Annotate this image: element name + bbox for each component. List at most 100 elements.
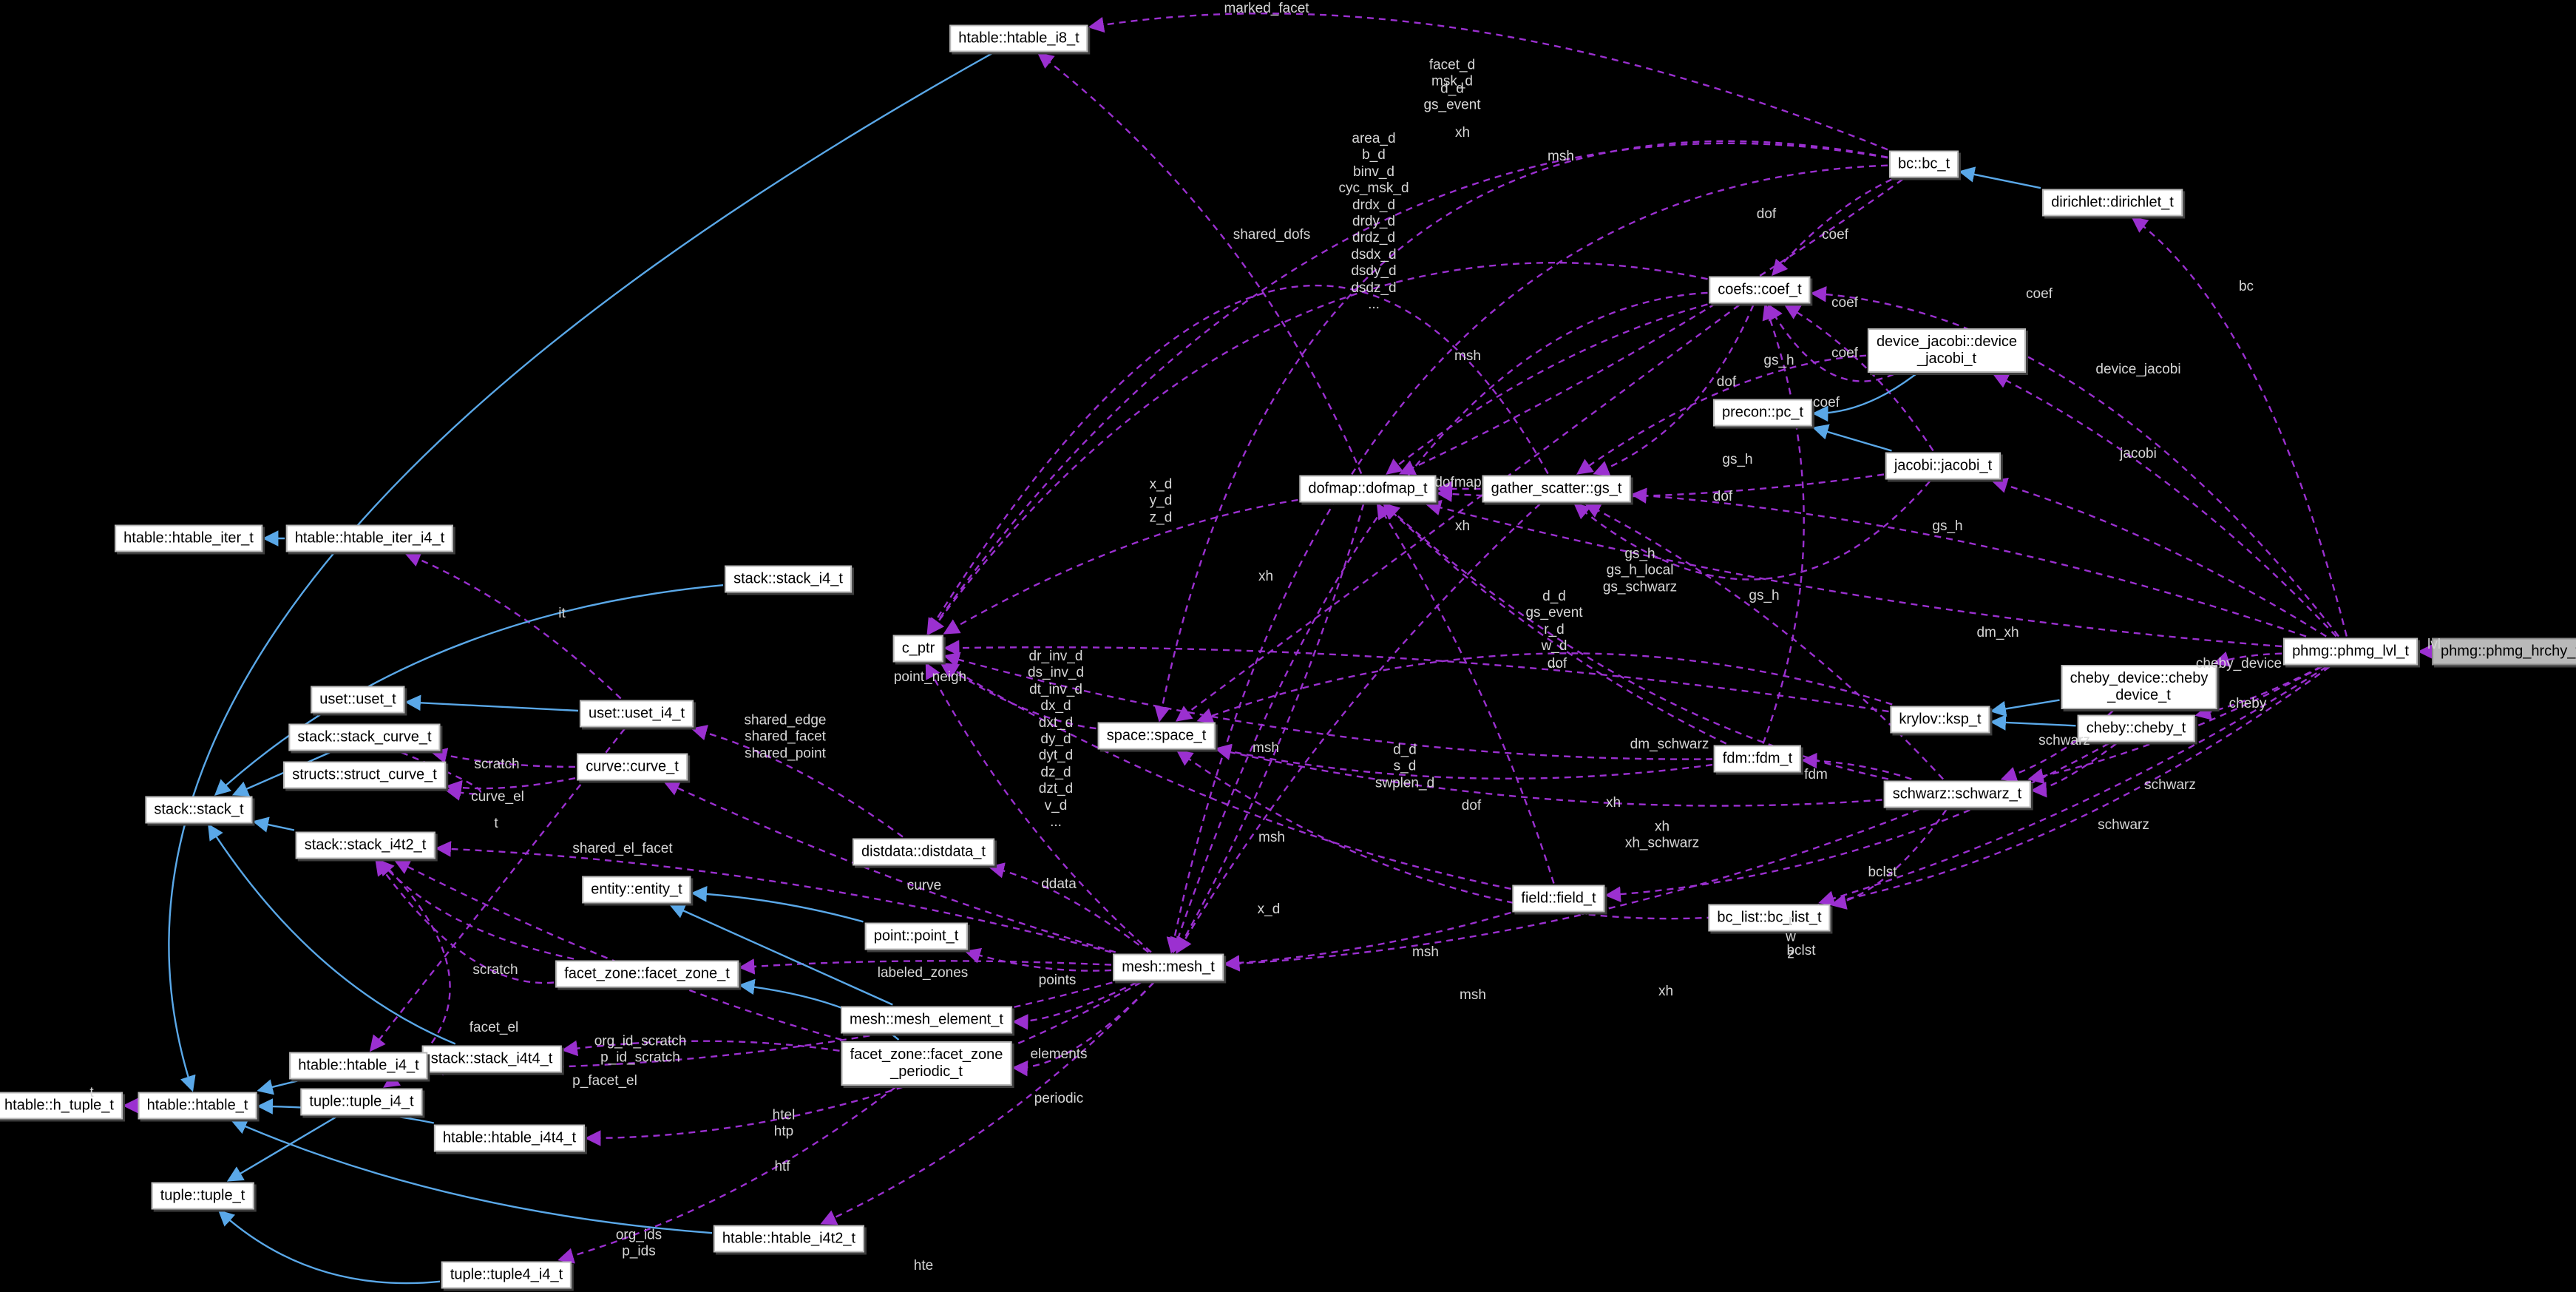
node-distdata[interactable]: distdata::distdata_t [853, 838, 994, 866]
node-htable[interactable]: htable::htable_t [138, 1092, 257, 1120]
edge-uset_i4-htable_i4 [369, 728, 626, 1052]
node-bc[interactable]: bc::bc_t [1888, 150, 1959, 178]
node-struct_curve[interactable]: structs::struct_curve_t [283, 761, 446, 789]
node-stack_curve[interactable]: stack::stack_curve_t [288, 723, 441, 751]
edge-coef-dofmap [1386, 303, 1708, 475]
edge-dofmap-htable_i8 [1037, 53, 1363, 474]
node-phmg_hrchy[interactable]: phmg::phmg_hrchy_t [2432, 637, 2576, 666]
edge-htable_i8-htable [168, 53, 992, 1092]
edge-facet_zone-stack_i4t2 [378, 859, 574, 960]
edge-distdata-uset_i4 [691, 725, 904, 838]
edge-field-mesh [1223, 911, 1511, 971]
node-tuple4_i4[interactable]: tuple::tuple4_i4_t [441, 1261, 572, 1289]
edge-phmg_lvl-dirichlet [2131, 217, 2348, 637]
node-coef[interactable]: coefs::coef_t [1709, 276, 1811, 304]
node-schwarz[interactable]: schwarz::schwarz_t [1883, 780, 2031, 808]
edge-mesh-c_ptr [925, 662, 1152, 953]
edge-fdm-dofmap [1382, 503, 1727, 745]
node-mesh_element[interactable]: mesh::mesh_element_t [841, 1006, 1012, 1034]
edge-phmg_lvl-device_jacobi [1992, 373, 2337, 637]
node-cheby_device[interactable]: cheby_device::cheby _device_t [2061, 665, 2217, 709]
edge-tuple_i4-tuple [226, 1116, 336, 1182]
edge-bc-htable_i8 [1088, 13, 1888, 151]
node-tuple[interactable]: tuple::tuple_t [151, 1182, 254, 1210]
edge-device_jacobi-pc [1811, 373, 1916, 422]
edge-jacobi-gs [1573, 480, 1931, 581]
edge-uset_i4-htable_iter_i4 [404, 552, 622, 700]
edge-jacobi-coef [1783, 304, 1934, 452]
edge-schwarz-mesh [1223, 808, 1920, 972]
edge-schwarz-dofmap [1383, 503, 1889, 780]
edge-bc-coef [1772, 178, 1893, 277]
node-htable_i4t2[interactable]: htable::htable_i4t2_t [713, 1225, 865, 1253]
node-c_ptr[interactable]: c_ptr [892, 635, 944, 663]
node-phmg_lvl[interactable]: phmg::phmg_lvl_t [2283, 637, 2418, 666]
node-mesh[interactable]: mesh::mesh_t [1113, 953, 1224, 981]
edge-phmg_lvl-dofmap [1425, 499, 2282, 648]
edge-uset_i4-uset [404, 694, 579, 712]
edge-dirichlet-bc [1958, 166, 2041, 189]
node-htable_i4[interactable]: htable::htable_i4_t [289, 1052, 428, 1080]
edge-cheby_device-ksp [1990, 699, 2060, 717]
edge-mesh-mesh_element [1011, 981, 1137, 1030]
edge-htable_i4-htable [257, 1079, 298, 1095]
edge-curve-stack_curve [430, 748, 576, 768]
node-device_jacobi[interactable]: device_jacobi::device _jacobi_t [1867, 328, 2027, 373]
edge-coef-space [1175, 304, 1741, 722]
node-cheby[interactable]: cheby::cheby_t [2077, 714, 2195, 743]
node-tuple_i4[interactable]: tuple::tuple_i4_t [300, 1088, 423, 1116]
edge-device_jacobi-gs [1576, 354, 1867, 475]
node-field[interactable]: field::field_t [1512, 885, 1605, 913]
edge-curve-struct_curve [445, 777, 576, 796]
edge-stack_curve-struct_curve [401, 751, 481, 801]
edge-coef-gs [1593, 305, 1755, 476]
node-stack_i4t4[interactable]: stack::stack_i4t4_t [421, 1045, 562, 1073]
node-curve[interactable]: curve::curve_t [577, 753, 688, 781]
edge-bc-c_ptr [928, 142, 1888, 635]
node-dofmap[interactable]: dofmap::dofmap_t [1299, 475, 1437, 503]
node-uset[interactable]: uset::uset_t [311, 686, 405, 714]
node-point[interactable]: point::point_t [864, 922, 968, 950]
node-stack_i4t2[interactable]: stack::stack_i4t2_t [295, 831, 435, 859]
node-uset_i4[interactable]: uset::uset_i4_t [579, 700, 694, 728]
edge-fdm-c_ptr [943, 652, 1713, 760]
edge-phmg_lvl-cheby_device [2213, 651, 2282, 667]
node-pc[interactable]: precon::pc_t [1712, 399, 1813, 427]
node-htable_iter_i4[interactable]: htable::htable_iter_i4_t [285, 524, 454, 552]
edge-cheby-ksp [1990, 714, 2076, 731]
edge-schwarz-bc_list [1830, 808, 1948, 910]
edge-schwarz-space [1215, 744, 1882, 807]
edge-mesh-stack_i4t2 [435, 841, 1112, 953]
node-stack_i4[interactable]: stack::stack_i4_t [725, 565, 852, 593]
edge-htable_i4t2-htable [231, 1119, 713, 1234]
node-bc_list[interactable]: bc_list::bc_list_t [1708, 904, 1831, 932]
node-facet_zone[interactable]: facet_zone::facet_zone_t [555, 960, 739, 988]
node-entity[interactable]: entity::entity_t [582, 876, 691, 904]
node-space[interactable]: space::space_t [1097, 722, 1216, 750]
node-h_tuple[interactable]: htable::h_tuple_t [0, 1092, 123, 1120]
edge-mesh-distdata [988, 862, 1150, 953]
edge-tuple4_i4-tuple [217, 1210, 441, 1285]
edge-facet_zone_periodic-stack_i4t4 [561, 1040, 840, 1057]
node-facet_zone_periodic[interactable]: facet_zone::facet_zone _periodic_t [841, 1041, 1012, 1086]
node-jacobi[interactable]: jacobi::jacobi_t [1885, 452, 2002, 480]
edge-facet_zone-stack_i4t2 [375, 859, 555, 984]
node-stack[interactable]: stack::stack_t [145, 796, 253, 824]
node-fdm[interactable]: fdm::fdm_t [1713, 745, 1802, 773]
edge-gs-c_ptr [926, 284, 1549, 635]
node-htable_i4t4[interactable]: htable::htable_i4t4_t [433, 1124, 586, 1152]
edge-coef-mesh [1170, 291, 1708, 954]
node-dirichlet[interactable]: dirichlet::dirichlet_t [2042, 189, 2183, 217]
edge-bc-space [1154, 140, 1888, 723]
edge-dofmap-mesh [1176, 504, 1365, 954]
edge-field-dofmap [1376, 502, 1555, 884]
edge-phmg_lvl-gs [1630, 487, 2307, 637]
node-htable_iter[interactable]: htable::htable_iter_t [115, 524, 262, 552]
edge-point-entity [691, 886, 864, 923]
node-htable_i8[interactable]: htable::htable_i8_t [949, 24, 1088, 53]
node-ksp[interactable]: krylov::ksp_t [1890, 706, 1990, 734]
edge-cheby-schwarz [2030, 743, 2117, 798]
node-gs[interactable]: gather_scatter::gs_t [1482, 475, 1631, 503]
